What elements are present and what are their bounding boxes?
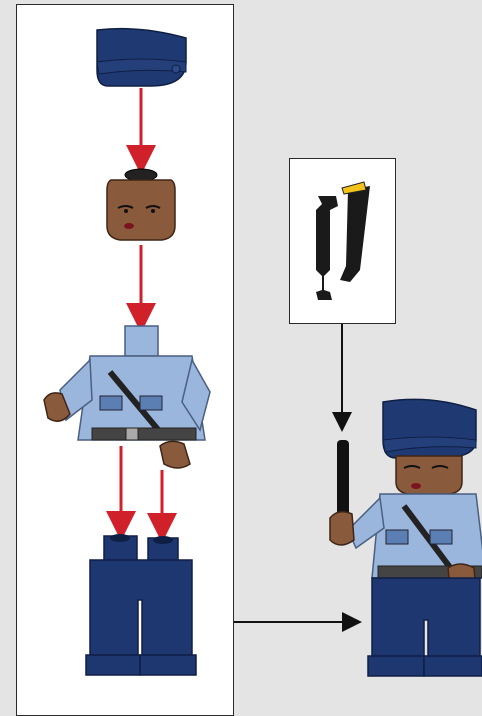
- baton-icon: [316, 182, 370, 300]
- hat-part: [97, 29, 186, 86]
- assembled-minifigure: [330, 399, 482, 676]
- torso-part: [44, 326, 210, 468]
- head-part: [107, 169, 175, 240]
- legs-part: [86, 534, 196, 675]
